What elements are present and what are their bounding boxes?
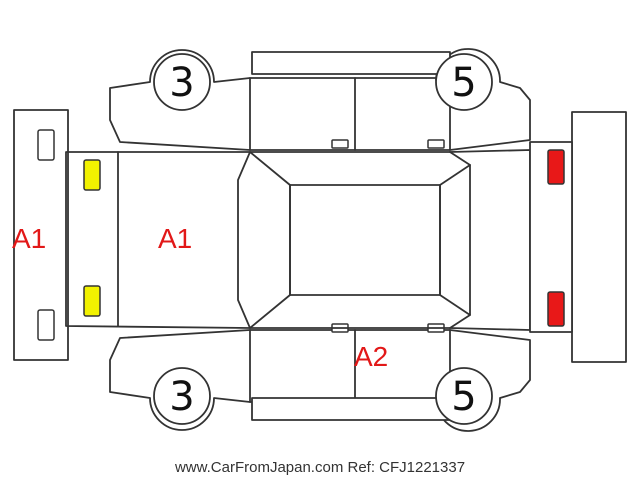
- wheel-rear-left-circle: [435, 53, 493, 111]
- front-bumper: [13, 109, 69, 361]
- wheel-front-left-circle: [153, 53, 211, 111]
- watermark-text: www.CarFromJapan.com Ref: CFJ1221337: [174, 459, 465, 476]
- damage-label-front-bumper: A1: [12, 223, 46, 254]
- taillight-lower: [547, 291, 565, 327]
- tail-panel: [529, 141, 573, 333]
- headlight-upper: [83, 159, 101, 191]
- wheel-rear-right-circle: [435, 367, 493, 425]
- top-view-body: [65, 149, 531, 331]
- left-side-profile: [109, 48, 531, 151]
- rear-bumper: [571, 111, 627, 363]
- wheel-front-right-grade: 3: [169, 374, 194, 420]
- wheel-front-left-grade: 3: [169, 60, 194, 106]
- headlight-lower: [83, 285, 101, 317]
- wheel-rear-right-grade: 5: [451, 374, 476, 420]
- wheel-front-right-circle: [153, 367, 211, 425]
- taillight-upper: [547, 149, 565, 185]
- damage-label-right-rear-door: A2: [354, 341, 388, 372]
- damage-label-hood: A1: [158, 223, 192, 254]
- wheel-rear-left-grade: 5: [451, 60, 476, 106]
